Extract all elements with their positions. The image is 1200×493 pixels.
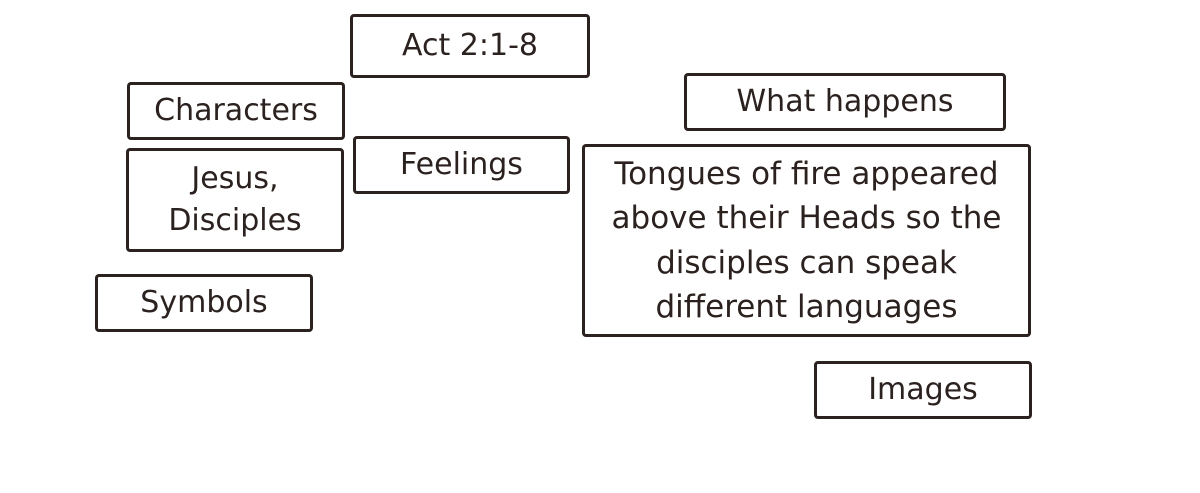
title-text: Act 2:1-8: [402, 28, 538, 63]
what-happens-heading-text: What happens: [736, 84, 954, 119]
what-happens-content-box: Tongues of fire appeared above their Hea…: [582, 144, 1031, 337]
feelings-heading-box: Feelings: [353, 136, 570, 194]
characters-heading-text: Characters: [154, 93, 318, 128]
images-heading-text: Images: [868, 372, 978, 407]
characters-content-text: Jesus, Disciples: [168, 161, 302, 238]
what-happens-heading-box: What happens: [684, 73, 1006, 131]
characters-content-box: Jesus, Disciples: [126, 148, 344, 252]
characters-heading-box: Characters: [127, 82, 345, 140]
feelings-heading-text: Feelings: [400, 147, 523, 182]
symbols-heading-box: Symbols: [95, 274, 313, 332]
what-happens-content-text: Tongues of fire appeared above their Hea…: [611, 155, 1002, 325]
symbols-heading-text: Symbols: [140, 285, 268, 320]
images-heading-box: Images: [814, 361, 1032, 419]
title-box: Act 2:1-8: [350, 14, 590, 78]
